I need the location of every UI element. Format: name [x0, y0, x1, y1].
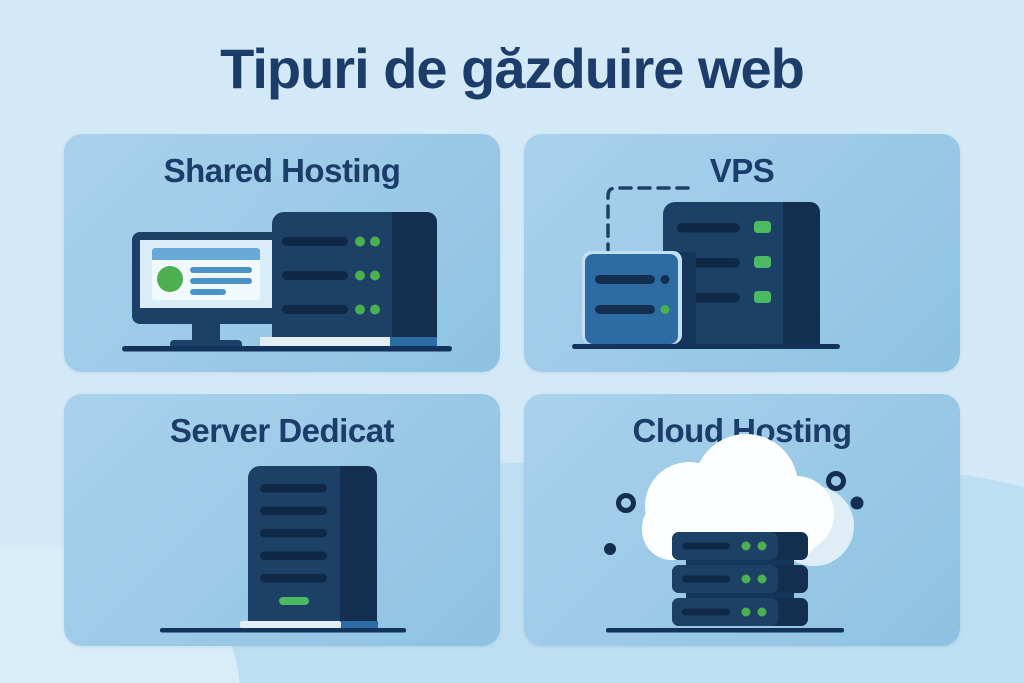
- card-server-dedicat: Server Dedicat: [64, 394, 500, 646]
- shared-hosting-illustration: [122, 212, 452, 352]
- vps-illustration: [572, 186, 840, 349]
- vps-small-server-icon: [582, 251, 682, 344]
- desk-line: [122, 346, 452, 352]
- cloud-hosting-illustration: [604, 434, 864, 633]
- ground-line: [572, 344, 840, 349]
- decorative-ring-icon: [616, 493, 636, 513]
- server-stack-icon: [672, 532, 808, 626]
- server-tower-icon: [260, 212, 437, 346]
- decorative-dot-icon: [850, 496, 864, 510]
- decorative-dot-icon: [604, 543, 616, 555]
- page-title: Tipuri de găzduire web: [220, 37, 805, 100]
- server-dedicat-illustration: [160, 466, 406, 633]
- ground-line: [160, 628, 406, 633]
- power-led-icon: [279, 597, 309, 605]
- decorative-ring-icon: [826, 471, 846, 491]
- card-cloud-hosting: Cloud Hosting: [524, 394, 960, 646]
- card-shared-hosting: Shared Hosting: [64, 134, 500, 372]
- small-server-shadow: [678, 252, 696, 344]
- card-title-server-dedicat: Server Dedicat: [169, 412, 395, 449]
- card-vps: VPS: [524, 134, 960, 372]
- dedicated-server-tower-icon: [240, 466, 378, 628]
- card-title-vps: VPS: [709, 152, 775, 189]
- card-title-shared-hosting: Shared Hosting: [163, 152, 401, 189]
- ground-line: [606, 628, 844, 633]
- monitor-icon: [132, 232, 280, 349]
- status-dot-icon: [157, 266, 183, 292]
- vps-dashed-outline: [606, 186, 690, 252]
